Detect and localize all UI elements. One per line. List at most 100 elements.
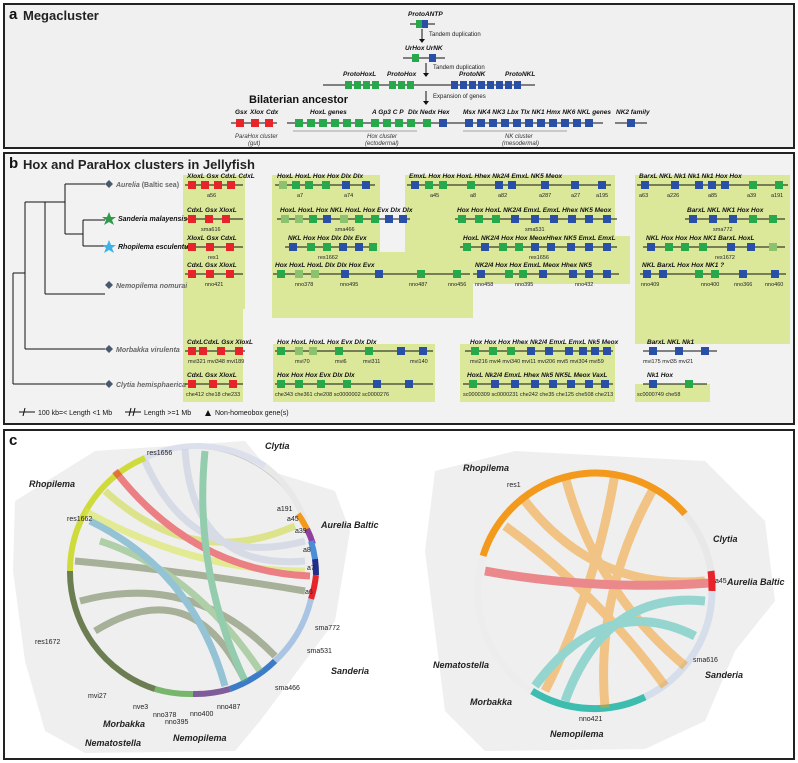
svg-text:CdxL Gsx XloxL: CdxL Gsx XloxL <box>187 372 237 379</box>
label-urhox: UrHox <box>405 45 425 52</box>
proto-genes <box>345 81 521 89</box>
svg-text:nno378: nno378 <box>295 282 313 288</box>
left-a7: a7 <box>307 565 315 572</box>
svg-text:a287: a287 <box>539 193 551 199</box>
svg-text:nno487: nno487 <box>409 282 427 288</box>
label-tandem-1: Tandem duplication <box>429 32 481 38</box>
left-a8: a8 <box>303 547 311 554</box>
svg-text:nno495: nno495 <box>340 282 358 288</box>
svg-text:res1672: res1672 <box>715 255 735 261</box>
svg-text:a56: a56 <box>207 193 216 199</box>
left-sanderia: Sanderia <box>331 666 369 676</box>
label-gut: (gut) <box>248 141 260 147</box>
svg-text:res1: res1 <box>208 255 219 261</box>
phylogeny-tree <box>12 183 105 385</box>
svg-text:Hox Hox Hox Hhex Nk2/4 EmxL: Hox Hox Hox Hhex Nk2/4 EmxL EmxL Nk5 Meo… <box>470 339 619 346</box>
panel-a-title: Megacluster <box>23 8 99 23</box>
svg-text:BarxL NKL NK1 Hox Hox: BarxL NKL NK1 Hox Hox <box>687 207 764 214</box>
left-nno378: nno378 <box>153 712 176 719</box>
right-nemopilema: Nemopilema <box>550 729 604 739</box>
gene-urhox <box>412 54 419 62</box>
svg-text:a74: a74 <box>344 193 353 199</box>
label-hox-cluster: Hox cluster <box>367 134 398 140</box>
left-mvi27: mvi27 <box>88 693 107 700</box>
species-clytia: Clytia hemisphaerica <box>116 382 186 389</box>
label-protoantp: ProtoANTP <box>408 11 443 18</box>
svg-text:che412 che18 che233: che412 che18 che233 <box>186 392 240 398</box>
right-sma616: sma616 <box>693 657 718 664</box>
left-sma772: sma772 <box>315 625 340 632</box>
label-protonk: ProtoNK <box>459 71 487 78</box>
panel-b: b Hox and ParaHox clusters in Jellyfish <box>3 152 795 425</box>
right-clytia: Clytia <box>713 534 738 544</box>
svg-text:mvi175 mvi35 mvi21: mvi175 mvi35 mvi21 <box>643 359 693 365</box>
svg-text:nno460: nno460 <box>765 282 783 288</box>
right-aurelia: Aurelia Baltic <box>726 577 785 587</box>
label-hoxl-genes: HoxL genes <box>310 109 347 116</box>
svg-text:nno458: nno458 <box>475 282 493 288</box>
left-sma531: sma531 <box>307 648 332 655</box>
svg-text:sma466: sma466 <box>335 227 355 233</box>
svg-text:a8: a8 <box>470 193 476 199</box>
right-nematostella: Nematostella <box>433 660 489 670</box>
svg-text:sma531: sma531 <box>525 227 545 233</box>
svg-text:a82: a82 <box>498 193 507 199</box>
svg-text:NKL BarxL Hox Hox NK1: NKL BarxL Hox Hox NK1 ? <box>642 262 724 269</box>
svg-text:BarxL NKL Nk1 Nk1: BarxL NKL Nk1 Nk1 Nk1 Hox Hox <box>639 173 742 180</box>
svg-text:nno409: nno409 <box>641 282 659 288</box>
svg-text:a195: a195 <box>596 193 608 199</box>
svg-text:EmxL Hox Hox HoxL Hhex: EmxL Hox Hox HoxL Hhex Nk2/4 EmxL NK5 Me… <box>409 173 563 180</box>
panel-c-letter: c <box>9 432 18 449</box>
right-nno421: nno421 <box>579 716 602 723</box>
svg-text:mvi140: mvi140 <box>410 359 428 365</box>
left-res1662: res1662 <box>67 516 92 523</box>
svg-text:a63: a63 <box>639 193 648 199</box>
svg-text:mvi70: mvi70 <box>295 359 310 365</box>
svg-text:sma616: sma616 <box>201 227 221 233</box>
svg-text:HoxL Nk2/4 EmxL Hhex Nk5 NK5L: HoxL Nk2/4 EmxL Hhex Nk5 NK5L Meox VaxL <box>467 372 607 379</box>
right-sanderia: Sanderia <box>705 670 743 680</box>
svg-text:sc0000749 che58: sc0000749 che58 <box>637 392 680 398</box>
svg-text:che343 che361 che208 sc0000002: che343 che361 che208 sc0000002 sc0000276 <box>275 392 389 398</box>
panel-a-letter: a <box>9 6 18 23</box>
circos-right: res1 a45 sma616 nno421 Rhopilema Clytia … <box>433 463 785 739</box>
svg-text:sma772: sma772 <box>713 227 733 233</box>
left-res1656: res1656 <box>147 450 172 457</box>
label-dlx-nedx-hex: Dlx Nedx Hex <box>408 109 450 116</box>
marker-clytia <box>105 380 113 388</box>
label-protohoxl: ProtoHoxL <box>343 71 376 78</box>
left-a45: a45 <box>287 516 299 523</box>
label-xlox: Xlox <box>249 109 264 116</box>
svg-text:mvi216 mvi4 mvi340 mvi11 mvi20: mvi216 mvi4 mvi340 mvi11 mvi206 mvi5 mvi… <box>470 359 604 365</box>
svg-text:a39: a39 <box>747 193 756 199</box>
label-protohox: ProtoHox <box>387 71 417 78</box>
right-res1: res1 <box>507 482 521 489</box>
left-nno487: nno487 <box>217 704 240 711</box>
gene-protoantp-b <box>422 20 428 28</box>
right-morbakka: Morbakka <box>470 697 512 707</box>
left-res1672: res1672 <box>35 639 60 646</box>
species-rhopilema: Rhopilema esculentum <box>118 244 195 251</box>
left-a39: a39 <box>295 528 307 535</box>
marker-nemopilema <box>105 281 113 289</box>
marker-morbakka <box>105 345 113 353</box>
panel-b-letter: b <box>9 155 19 172</box>
svg-text:res1656: res1656 <box>529 255 549 261</box>
svg-text:nno421: nno421 <box>205 282 223 288</box>
svg-text:Hox Hox Hox Evx Dlx Dlx: Hox Hox Hox Evx Dlx Dlx <box>277 372 355 379</box>
svg-text:NK2/4 Hox Hox EmxL Meox Hhex: NK2/4 Hox Hox EmxL Meox Hhex NK5 <box>475 262 592 269</box>
marker-rhopilema <box>102 240 116 253</box>
left-nve3: nve3 <box>133 704 148 711</box>
svg-text:a226: a226 <box>667 193 679 199</box>
label-mesodermal: (mesodermal) <box>502 141 539 147</box>
gene-urnk <box>429 54 436 62</box>
svg-text:sc0000309 sc0000231 che242 che: sc0000309 sc0000231 che242 che35 che125 … <box>463 392 613 398</box>
svg-text:HoxL HoxL Hox NKL HoxL Hox E: HoxL HoxL Hox NKL HoxL Hox Evx Dlx Dlx <box>280 207 413 214</box>
svg-text:mvi6: mvi6 <box>335 359 347 365</box>
svg-text:XloxL Gsx CdxL: XloxL Gsx CdxL <box>186 235 237 242</box>
gene-row-sanderia: CdxL Gsx XloxL sma616 HoxL HoxL Hox NKL … <box>185 207 785 233</box>
label-tandem-2: Tandem duplication <box>433 65 485 71</box>
legend-nonhomeobox: Non-homeobox gene(s) <box>215 410 289 417</box>
jellyfish-cluster-figure: Aurelia (Baltic sea) Sanderia malayensis… <box>12 173 790 417</box>
svg-text:mvi311: mvi311 <box>363 359 380 365</box>
